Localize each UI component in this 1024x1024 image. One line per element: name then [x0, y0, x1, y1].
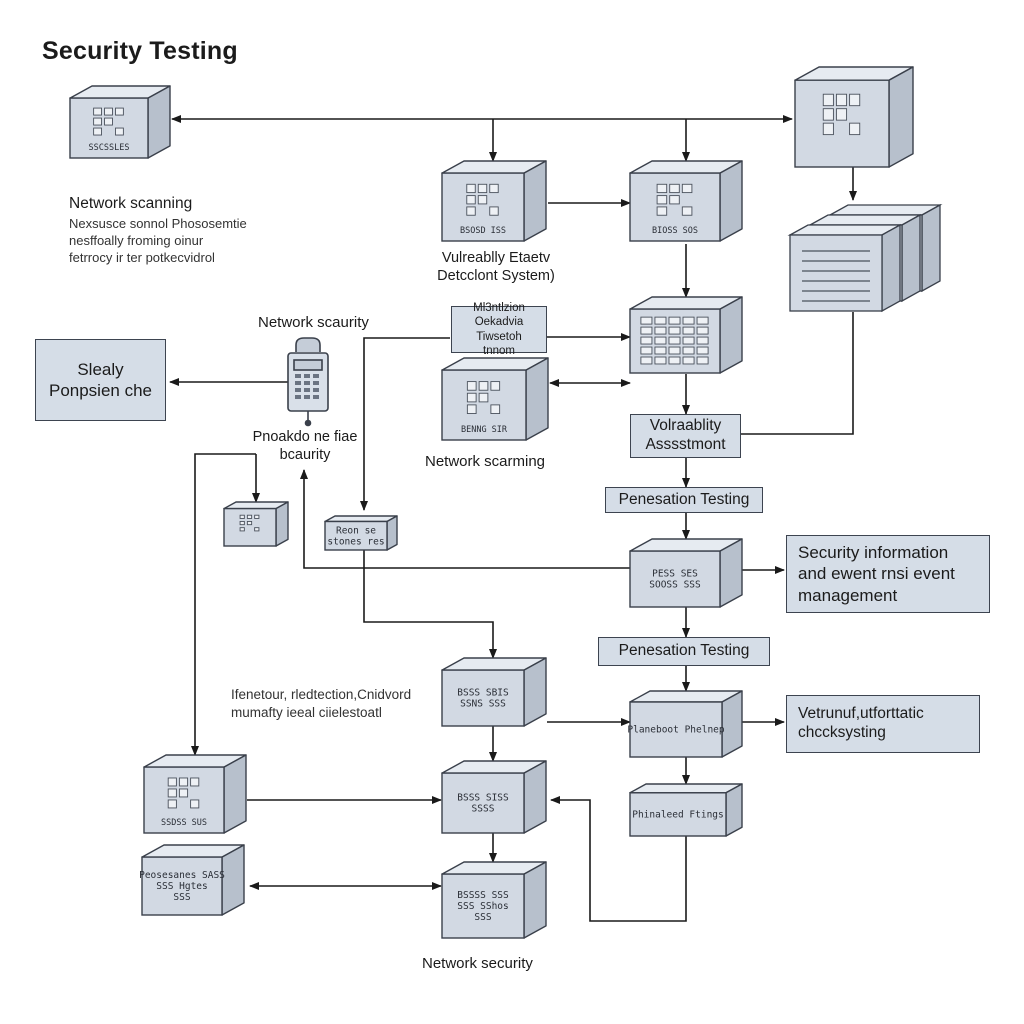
- box-line: Vetrunuf,utforttatic: [798, 705, 924, 723]
- box-line: tnnom: [483, 344, 515, 357]
- box-line: Asssstmont: [645, 436, 726, 453]
- box-vertu: Vetrunuf,utforttatic chccksysting: [786, 695, 980, 753]
- cube-left-low: SSDSS SUS: [143, 754, 247, 834]
- label-line: Detcclont System): [437, 268, 555, 285]
- box-line: Penesation Testing: [618, 642, 750, 660]
- panel-device-icon: [287, 337, 329, 427]
- label-line: Pnoakdo ne fiae: [252, 429, 358, 445]
- desc-line: nesffoally froming oinur: [69, 232, 204, 248]
- cube-vuln-right: BIOSS SOS: [629, 160, 743, 242]
- label-network-security-bottom: Network security: [422, 955, 533, 972]
- label-panel-security: Pnoakdo ne fiae bcaurity: [250, 428, 360, 464]
- cube-vuln-left: BSOSD ISS: [441, 160, 547, 242]
- cube-netscan-mid: BENNG SIR: [441, 357, 549, 441]
- label-vuln-detection: Vulreablly Etaetv Detcclont System): [412, 249, 580, 285]
- label-mid-desc: Ifenetour, rledtection,Cnidvord mumafty …: [231, 686, 411, 721]
- cube-label: BENNG SIR: [461, 425, 508, 435]
- box-line: Security information: [798, 543, 949, 563]
- box-line: Volraablity: [649, 417, 722, 435]
- cube-label: SSCSSLES: [89, 143, 130, 153]
- arrow-left-loop: [191, 453, 256, 756]
- label-line: bcaurity: [279, 447, 331, 464]
- box-line: Ml3ntlzion: [473, 301, 525, 314]
- arrow-right-stack-to-vuln: [741, 312, 854, 435]
- arrow-small-mid-down: [363, 550, 497, 659]
- label-network-scanning-desc: Nexsusce sonnol Phososemtie nesffoally f…: [69, 216, 247, 267]
- cube-phinaleed: Phinaleed Ftings: [629, 783, 743, 837]
- box-line: Oekadvia Tiwsetoh: [474, 316, 524, 343]
- box-pen-testing-1: Penesation Testing: [605, 487, 763, 513]
- desc-line: fetrrocy ir ter potkecvidrol: [69, 249, 215, 265]
- cube-planning: Planeboot Phelnep: [627, 690, 743, 758]
- box-line: Ponpsien che: [48, 381, 153, 400]
- label-line: Vulreablly Etaetv: [441, 250, 551, 266]
- box-siem: Security information and ewent rnsi even…: [786, 535, 990, 613]
- connector-arrows: [169, 115, 857, 922]
- box-line: Penesation Testing: [618, 490, 750, 508]
- page-title: Security Testing: [42, 37, 238, 65]
- cube-layer: SSCSSLES BSOSD ISS BIOSS SOS BENNG SIR Reon …: [69, 66, 943, 939]
- cube-top-right-big: [794, 66, 914, 168]
- arrow-bottom-right-loop: [550, 796, 687, 922]
- cube-label: Planeboot Phelnep: [627, 725, 725, 736]
- cube-label: Phinaleed Ftings: [632, 809, 724, 820]
- box-pen-testing-2: Penesation Testing: [598, 637, 770, 666]
- box-line: and ewent rnsi event: [798, 564, 955, 584]
- arrow-notation-down: [360, 337, 450, 511]
- arrow-up-to-panel: [300, 469, 630, 569]
- cube-label: BSOSD ISS: [460, 226, 506, 236]
- cube-matrix: [629, 296, 743, 374]
- box-steady: Slealy Ponpsien che: [35, 339, 166, 421]
- desc-line: mumafty ieeal ciielestoatl: [231, 704, 382, 720]
- document-stack-icon: [787, 203, 943, 313]
- cube-label: BIOSS SOS: [652, 226, 698, 236]
- box-line: management: [798, 585, 898, 605]
- box-line: chccksysting: [798, 724, 886, 741]
- desc-line: Ifenetour, rledtection,Cnidvord: [231, 687, 412, 702]
- label-network-scanning-top: Network scanning: [69, 195, 193, 212]
- label-network-security-mid: Network scaurity: [258, 314, 369, 331]
- cube-label: SSDSS SUS: [161, 818, 207, 828]
- label-network-scanning-mid: Network scarming: [425, 453, 546, 470]
- box-vuln-assessment: Volraablity Asssstmont: [630, 414, 741, 458]
- desc-line: Nexsusce sonnol Phososemtie: [69, 216, 247, 231]
- box-line: Slealy: [77, 359, 124, 379]
- cube-top-left: SSCSSLES: [69, 85, 171, 159]
- box-notation: Ml3ntlzion Oekadvia Tiwsetoh tnnom: [451, 302, 547, 357]
- cube-small-left: [223, 501, 289, 547]
